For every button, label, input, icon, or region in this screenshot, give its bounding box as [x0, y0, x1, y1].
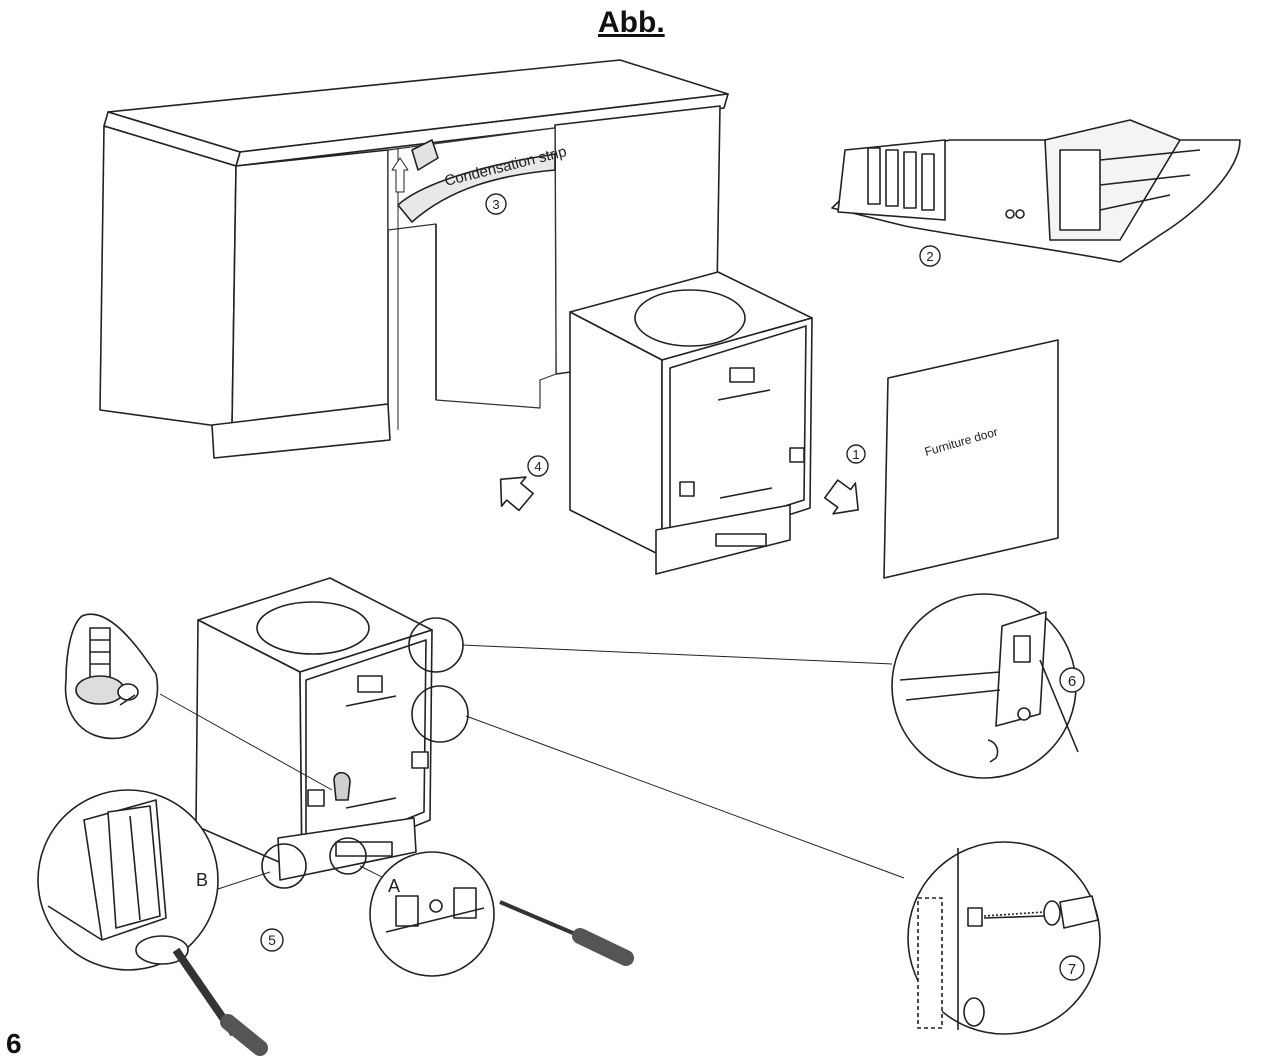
door-top-detail [831, 119, 1241, 263]
step-markers: 1 2 3 4 5 6 7 [260, 193, 1085, 981]
kitchen-cabinet [99, 59, 729, 459]
dishwasher-lower [159, 577, 905, 891]
page-number: 6 [6, 1028, 22, 1059]
svg-text:5: 5 [268, 932, 276, 948]
detail-7-bubble [907, 841, 1101, 1035]
svg-text:7: 7 [1068, 961, 1076, 978]
step-3-marker: 3 [485, 193, 507, 215]
step-7-marker: 7 [1059, 955, 1085, 981]
step-4-marker: 4 [527, 455, 549, 477]
detail-b-bubble [37, 789, 268, 1056]
svg-text:1: 1 [852, 447, 859, 462]
step-2-marker: 2 [919, 245, 941, 267]
figure-title: Abb. [598, 6, 665, 39]
dishwasher-centre [499, 271, 859, 575]
step-5-marker: 5 [260, 928, 284, 952]
detail-a-letter: A [388, 876, 400, 896]
detail-b-letter: B [196, 870, 208, 890]
svg-text:4: 4 [534, 459, 541, 474]
svg-text:3: 3 [492, 197, 499, 212]
detail-a-bubble [369, 851, 634, 977]
foot-detail-bubble [64, 613, 159, 740]
svg-text:6: 6 [1068, 673, 1076, 690]
furniture-door-panel [883, 339, 1059, 579]
detail-6-bubble [891, 593, 1079, 779]
step-1-marker: 1 [846, 444, 866, 464]
svg-text:2: 2 [926, 249, 933, 264]
step-6-marker: 6 [1059, 667, 1085, 693]
